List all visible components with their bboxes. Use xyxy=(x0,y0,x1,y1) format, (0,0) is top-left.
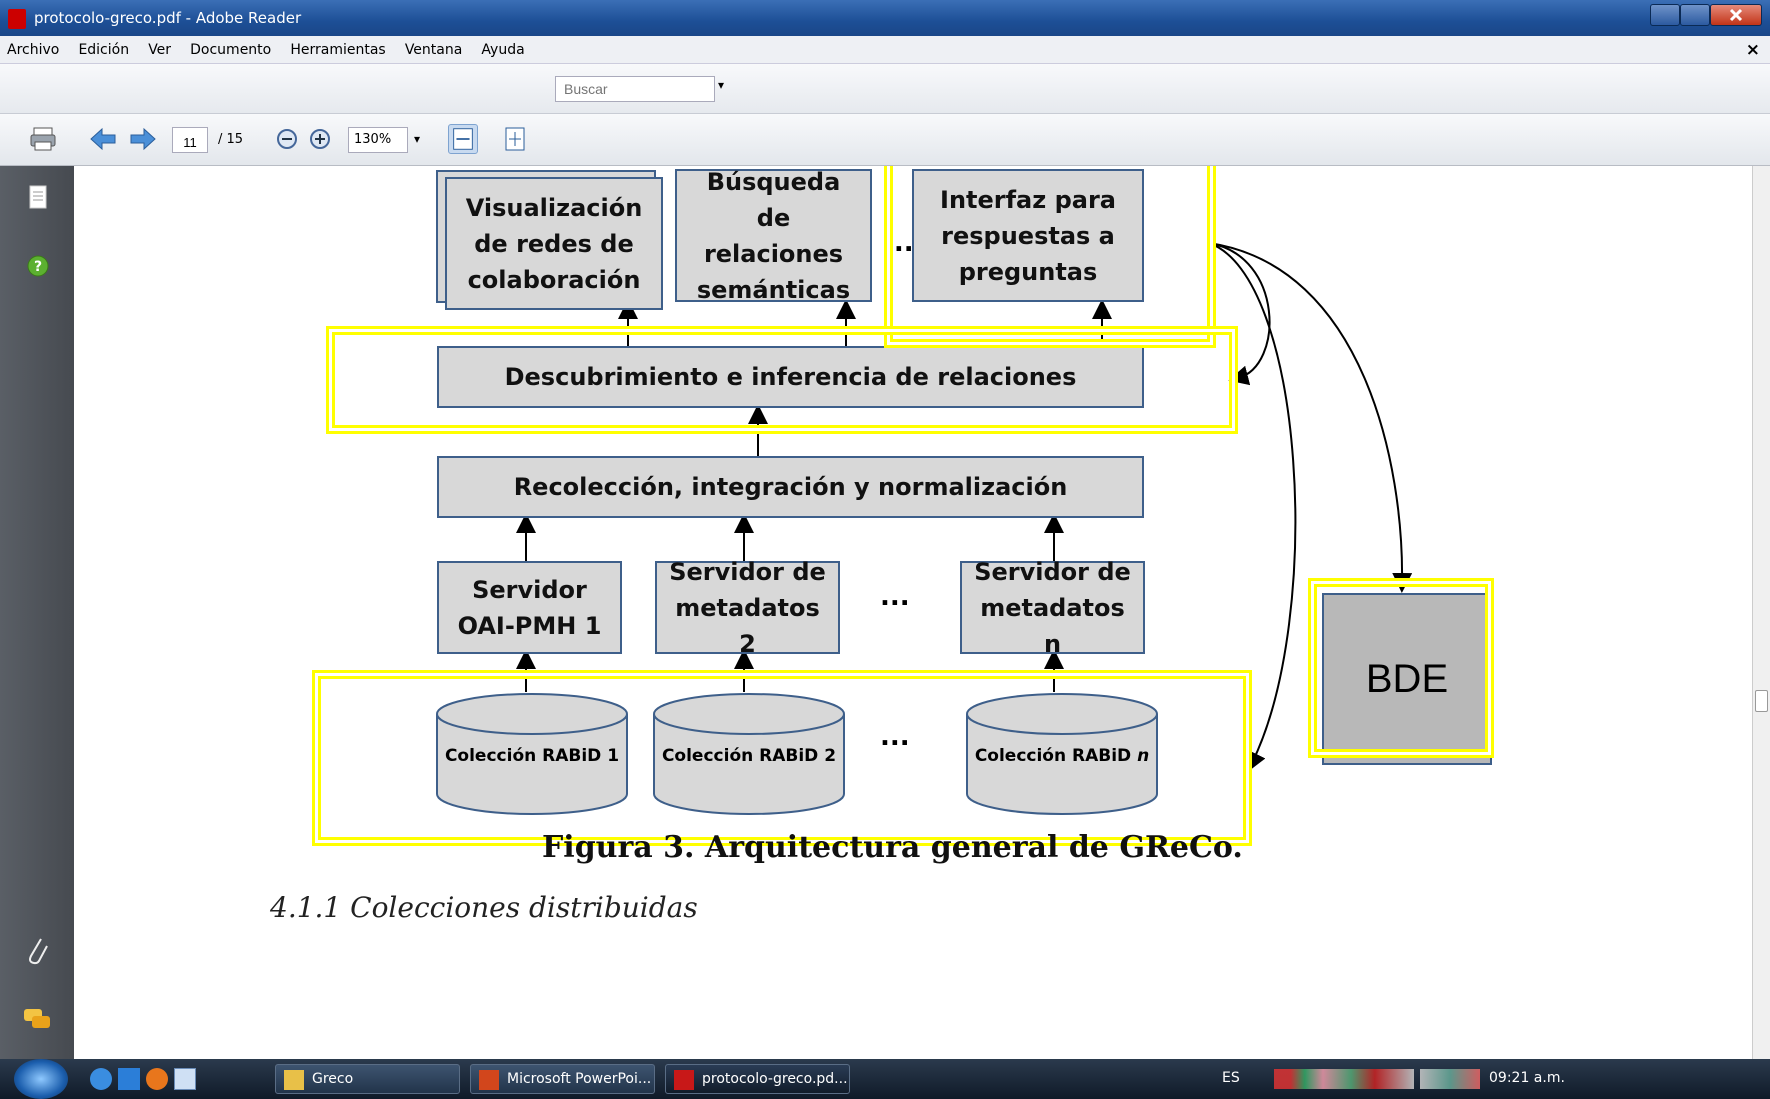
collection-label-n-index: n xyxy=(1137,746,1150,766)
next-page-icon[interactable] xyxy=(128,124,158,154)
vertical-scrollbar[interactable] xyxy=(1752,166,1770,1059)
collection-cylinder-1 xyxy=(436,693,628,815)
firefox-icon[interactable] xyxy=(146,1068,168,1090)
menu-ayuda[interactable]: Ayuda xyxy=(481,42,525,58)
search-dropdown-icon[interactable]: ▾ xyxy=(718,78,725,92)
taskbar-item-greco[interactable]: Greco xyxy=(275,1064,460,1094)
top-ellipsis: ... xyxy=(884,228,914,258)
navigation-toolbar: / 15 130% ▾ xyxy=(0,114,1770,166)
svg-text:?: ? xyxy=(34,259,42,275)
collection-label-1: Colección RABiD 1 xyxy=(444,746,620,766)
pdf-icon xyxy=(674,1070,694,1090)
server-box-n: Servidor de metadatos n xyxy=(960,558,1145,658)
search-input[interactable] xyxy=(555,76,715,102)
menu-herramientas[interactable]: Herramientas xyxy=(290,42,386,58)
taskbar-item-adobe[interactable]: protocolo-greco.pd... xyxy=(665,1064,850,1094)
menu-archivo[interactable]: Archivo xyxy=(7,42,60,58)
page-total: / 15 xyxy=(218,132,244,147)
server-ellipsis: ... xyxy=(880,582,910,612)
collection-label-2: Colección RABiD 2 xyxy=(661,746,837,766)
close-icon xyxy=(1729,8,1743,22)
section-heading: 4.1.1 Colecciones distribuidas xyxy=(270,891,698,924)
server-box-1: Servidor OAI-PMH 1 xyxy=(437,561,622,654)
attachment-icon[interactable] xyxy=(24,934,50,966)
menu-edicion[interactable]: Edición xyxy=(78,42,130,58)
server-box-2: Servidor de metadatos 2 xyxy=(655,558,840,658)
system-tray-icons[interactable] xyxy=(1274,1069,1414,1089)
collection-label-n-text: Colección RABiD xyxy=(974,746,1132,766)
zoom-dropdown-icon[interactable]: ▾ xyxy=(414,132,421,146)
harvest-layer-box: Recolección, integración y normalización xyxy=(437,456,1144,518)
menu-bar: Archivo Edición Ver Documento Herramient… xyxy=(0,36,1770,64)
internet-explorer-icon[interactable] xyxy=(90,1068,112,1090)
menu-documento[interactable]: Documento xyxy=(190,42,272,58)
taskbar: Greco Microsoft PowerPoi... protocolo-gr… xyxy=(0,1059,1770,1099)
collection-label-n: Colección RABiD n xyxy=(967,746,1157,766)
maximize-button[interactable] xyxy=(1680,4,1710,26)
fit-page-icon[interactable] xyxy=(500,124,530,154)
zoom-in-icon[interactable] xyxy=(305,124,335,154)
bde-box: BDE xyxy=(1322,593,1492,765)
navigation-pane: ? xyxy=(0,166,74,1059)
show-desktop-icon[interactable] xyxy=(174,1068,196,1090)
figure-caption: Figura 3. Arquitectura general de GReCo. xyxy=(542,830,1243,865)
zoom-level-input[interactable]: 130% xyxy=(348,127,408,153)
close-button[interactable] xyxy=(1710,4,1762,26)
collection-ellipsis: ... xyxy=(880,722,910,752)
zoom-out-icon[interactable] xyxy=(272,124,302,154)
highlight-collections xyxy=(312,670,1252,846)
scrollbar-thumb[interactable] xyxy=(1755,690,1768,712)
language-indicator[interactable]: ES xyxy=(1222,1070,1240,1086)
highlight-bde xyxy=(1308,578,1494,758)
taskbar-item-greco-label: Greco xyxy=(312,1071,354,1087)
menu-ver[interactable]: Ver xyxy=(148,42,172,58)
question-answer-box: Interfaz para respuestas a preguntas xyxy=(912,169,1144,302)
document-view: Visualización de redes de colaboración B… xyxy=(74,166,1752,1059)
taskbar-item-powerpoint-label: Microsoft PowerPoi... xyxy=(507,1071,652,1087)
search-toolbar: ▾ xyxy=(0,64,1770,114)
help-icon[interactable]: ? xyxy=(26,254,50,278)
clock[interactable]: 09:21 a.m. xyxy=(1489,1070,1565,1086)
print-icon[interactable] xyxy=(28,124,58,154)
pages-icon[interactable] xyxy=(27,184,51,212)
highlight-interface xyxy=(884,166,1216,348)
start-button[interactable] xyxy=(14,1059,68,1099)
media-player-icon[interactable] xyxy=(118,1068,140,1090)
document-close-button[interactable]: × xyxy=(1745,40,1760,60)
comments-icon[interactable] xyxy=(22,1006,52,1032)
title-bar: protocolo-greco.pdf - Adobe Reader xyxy=(0,0,1770,36)
powerpoint-icon xyxy=(479,1070,499,1090)
menu-ventana[interactable]: Ventana xyxy=(404,42,463,58)
folder-icon xyxy=(284,1070,304,1090)
inference-layer-box: Descubrimiento e inferencia de relacione… xyxy=(437,346,1144,408)
minimize-button[interactable] xyxy=(1650,4,1680,26)
network-volume-icons[interactable] xyxy=(1420,1069,1480,1089)
fit-width-icon[interactable] xyxy=(448,124,478,154)
taskbar-item-powerpoint[interactable]: Microsoft PowerPoi... xyxy=(470,1064,655,1094)
previous-page-icon[interactable] xyxy=(88,124,118,154)
pdf-app-icon xyxy=(8,9,26,29)
page-number-input[interactable] xyxy=(172,127,208,153)
collection-cylinder-n xyxy=(966,693,1158,815)
highlight-inference xyxy=(326,326,1238,434)
taskbar-item-adobe-label: protocolo-greco.pd... xyxy=(702,1071,848,1087)
visualization-box: Visualización de redes de colaboración xyxy=(445,177,663,310)
semantic-search-box: Búsqueda de relaciones semánticas xyxy=(675,168,872,304)
collection-cylinder-2 xyxy=(653,693,845,815)
window-title: protocolo-greco.pdf - Adobe Reader xyxy=(34,9,302,27)
